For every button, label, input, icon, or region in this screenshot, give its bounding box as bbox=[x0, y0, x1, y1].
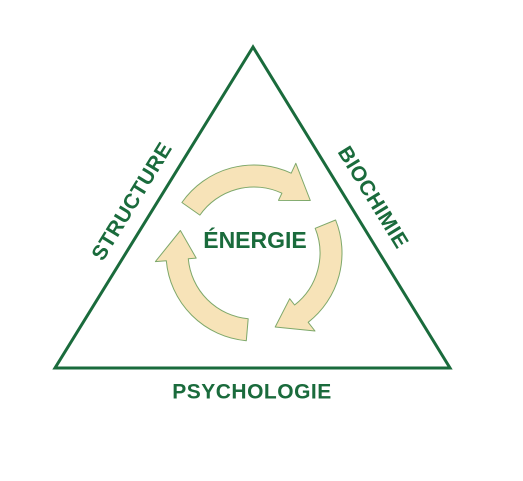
triangle-outline bbox=[52, 44, 453, 370]
label-energie: ÉNERGIE bbox=[203, 226, 307, 253]
cycle-arrow-left bbox=[154, 230, 249, 342]
label-psychologie: PSYCHOLOGIE bbox=[172, 381, 332, 404]
cycle-arrow-top bbox=[181, 162, 311, 216]
cycle-arrow-right bbox=[274, 219, 343, 332]
cycle-arrows bbox=[154, 162, 343, 342]
